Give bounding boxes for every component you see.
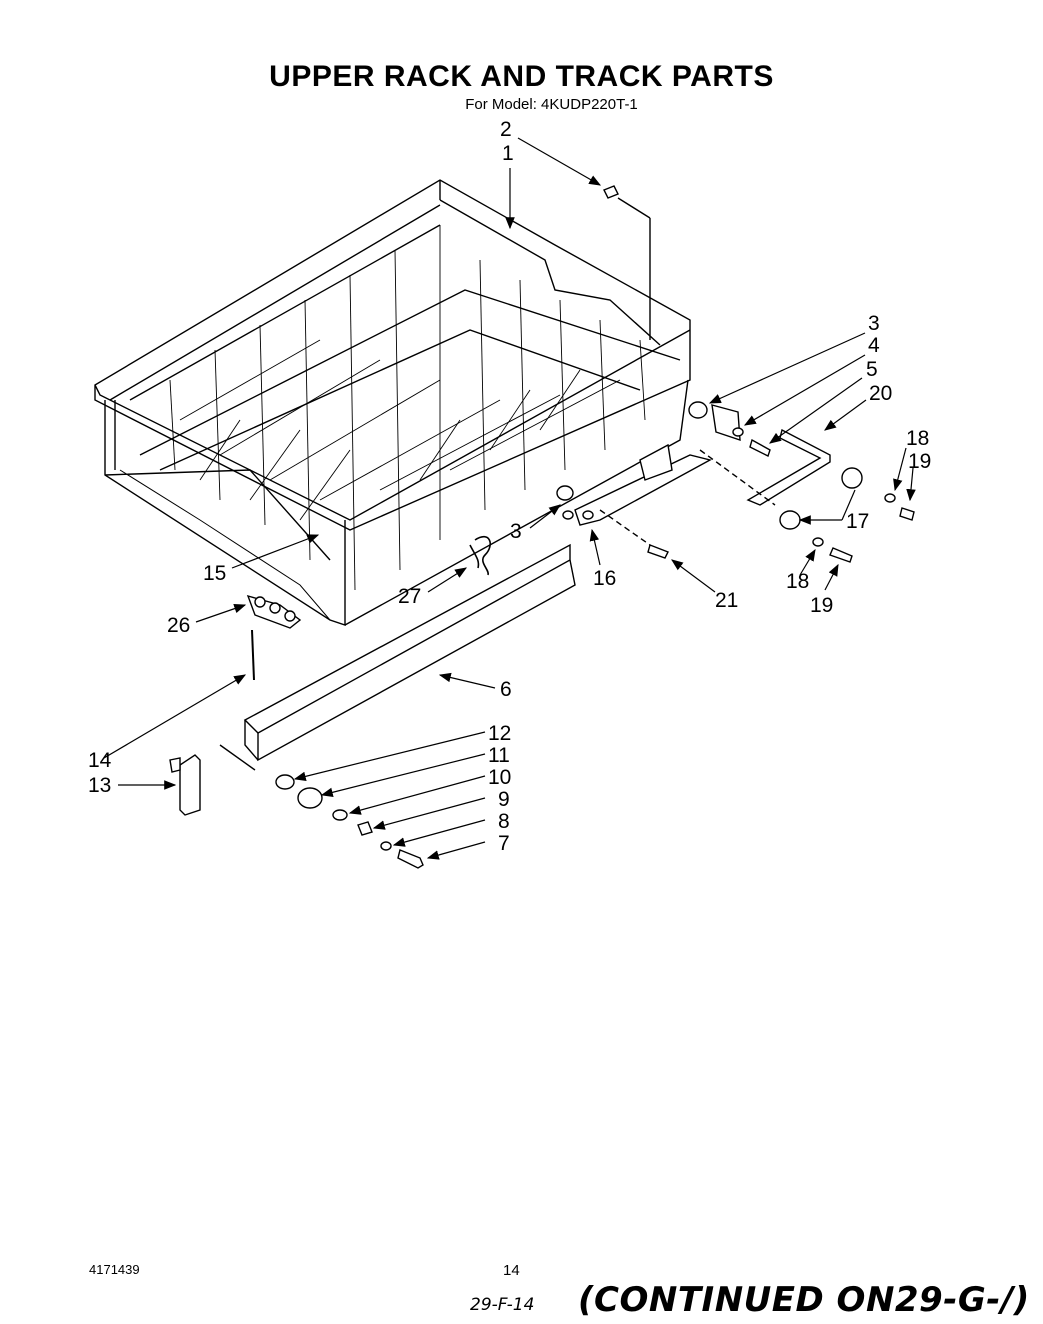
callout-5: 5	[866, 358, 878, 381]
callout-7: 7	[498, 832, 510, 855]
leader-lines	[103, 137, 916, 860]
callout-13: 13	[88, 774, 111, 797]
callout-1: 1	[502, 142, 514, 165]
callout-4: 4	[868, 334, 880, 357]
page-title: UPPER RACK AND TRACK PARTS	[269, 60, 774, 93]
page-number: 14	[503, 1262, 520, 1279]
bracket-26	[246, 594, 302, 629]
pin-14	[251, 629, 255, 681]
callout-11: 11	[488, 744, 510, 767]
continued-note: (CONTINUED ON29-G-/)	[578, 1280, 1030, 1320]
callout-27: 27	[398, 585, 421, 608]
clip-27	[469, 535, 491, 576]
callout-20: 20	[869, 382, 892, 405]
callout-18-lower: 18	[786, 570, 809, 593]
callout-19-lower: 19	[810, 594, 833, 617]
track-stop-13	[169, 754, 201, 816]
callout-21: 21	[715, 589, 738, 612]
callout-26: 26	[167, 614, 190, 637]
callout-14: 14	[88, 749, 112, 772]
callout-10: 10	[488, 766, 511, 789]
callout-15: 15	[203, 562, 226, 585]
model-subtitle: For Model: 4KUDP220T-1	[465, 96, 638, 113]
callout-3-upper: 3	[868, 312, 880, 335]
track-hardware-right	[556, 185, 915, 563]
callout-6: 6	[500, 678, 512, 701]
callout-17: 17	[846, 510, 869, 533]
roller-hardware-7-12	[275, 774, 424, 869]
callout-labels: 2 1 3 4 5 20 18 19 17 3 16 21 18 19 15 2…	[88, 118, 931, 855]
callout-9: 9	[498, 788, 510, 811]
document-number: 4171439	[89, 1262, 140, 1277]
callout-8: 8	[498, 810, 510, 833]
callout-2: 2	[500, 118, 512, 141]
rack-track-6	[219, 543, 576, 771]
callout-3-lower: 3	[510, 520, 522, 543]
callout-12: 12	[488, 722, 511, 745]
callout-16: 16	[593, 567, 616, 590]
callout-19-upper: 19	[908, 450, 931, 473]
upper-rack-basket	[94, 179, 691, 626]
callout-18-upper: 18	[906, 427, 929, 450]
handwritten-note: 29-F-14	[470, 1295, 535, 1315]
